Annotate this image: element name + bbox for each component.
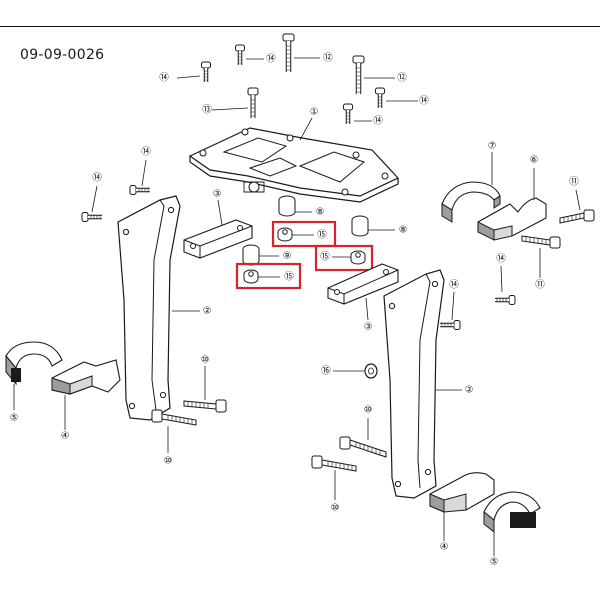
bolt-13 — [247, 87, 259, 118]
callout-16: ⑯ — [321, 366, 331, 377]
bolt-14-right-a — [440, 321, 460, 330]
bolt-10-right-b — [311, 455, 357, 500]
highlight-box-c — [235, 262, 302, 290]
callout-5-left: ⑤ — [10, 413, 19, 424]
callout-2-right: ② — [465, 385, 474, 396]
callout-1: ① — [310, 107, 319, 118]
bolt-14-top-b — [202, 62, 211, 82]
callout-labels: ① ② ② ③ ③ ④ ④ ⑤ ⑤ ⑥ ⑦ ⑧ ⑧ ⑨ ⑩ ⑩ ⑩ ⑩ ⑪ ⑪ … — [10, 53, 580, 568]
nut-15-a — [277, 227, 293, 242]
clamp-4-right — [429, 472, 495, 541]
callout-12-a: ⑫ — [323, 53, 333, 64]
bolt-11-b — [521, 235, 561, 278]
callout-10-d: ⑩ — [331, 503, 340, 514]
bolt-10-left-b — [151, 409, 197, 453]
bolt-14-left-b — [82, 213, 102, 222]
callout-14-h: ⑭ — [496, 254, 506, 265]
callout-11-a: ⑪ — [569, 177, 579, 188]
callout-9: ⑨ — [283, 251, 292, 262]
spacer-8-right — [351, 215, 369, 237]
callout-14-d: ⑭ — [373, 116, 383, 127]
document-id: 09-09-0026 — [20, 47, 105, 63]
callout-10-b: ⑩ — [164, 456, 173, 467]
mounting-plate — [188, 127, 399, 203]
nut-15-c — [243, 269, 259, 284]
callout-3-right: ③ — [364, 322, 373, 333]
callout-13: ⑬ — [202, 105, 212, 116]
bolt-14-top-c — [376, 88, 385, 108]
callout-3-left: ③ — [213, 189, 222, 200]
callout-15-b: ⑮ — [320, 252, 330, 263]
callout-14-g: ⑭ — [449, 280, 459, 291]
callout-14-f: ⑭ — [92, 173, 102, 184]
bolt-12-top-a — [282, 33, 295, 72]
clamp-6 — [477, 168, 547, 241]
callout-14-e: ⑭ — [141, 147, 151, 158]
right-stay-bracket — [383, 269, 462, 499]
callout-8-right: ⑧ — [399, 225, 408, 236]
right-cross-bracket — [327, 263, 399, 321]
callout-11-b: ⑪ — [535, 280, 545, 291]
left-cross-bracket — [183, 199, 253, 259]
clamp-5-right — [483, 491, 541, 556]
highlight-box-b — [314, 244, 374, 272]
spacer-9 — [242, 244, 260, 266]
callout-6: ⑥ — [530, 155, 539, 166]
bolt-11-a — [559, 189, 595, 224]
clamp-4-left — [51, 359, 121, 430]
callout-10-c: ⑩ — [364, 405, 373, 416]
clamp-5-left — [5, 341, 63, 410]
washer-16 — [333, 363, 378, 379]
callout-14-b: ⑭ — [159, 73, 169, 84]
callout-14-a: ⑭ — [266, 54, 276, 65]
bolt-12-top-b — [352, 55, 365, 94]
callout-5-right: ⑤ — [490, 557, 499, 568]
callout-12-b: ⑫ — [397, 73, 407, 84]
bolt-14-top-a — [236, 45, 245, 65]
bolt-14-left-a — [130, 186, 150, 195]
bolt-14-right-b — [495, 296, 515, 305]
leader-lines-top — [176, 57, 418, 141]
spacer-8-left — [278, 195, 296, 217]
left-stay-bracket — [117, 195, 200, 421]
callout-15-c: ⑮ — [284, 272, 294, 283]
nut-15-b — [350, 250, 366, 265]
callout-4-left: ④ — [61, 431, 70, 442]
callout-10-a: ⑩ — [201, 355, 210, 366]
bolt-14-top-d — [344, 104, 353, 124]
callout-8-left: ⑧ — [316, 207, 325, 218]
clamp-7 — [441, 152, 501, 223]
bolt-10-left-a — [183, 366, 227, 413]
header-rule — [0, 26, 600, 27]
callout-7: ⑦ — [488, 141, 497, 152]
callout-15-a: ⑮ — [317, 230, 327, 241]
callout-2-left: ② — [203, 306, 212, 317]
highlight-boxes — [235, 220, 374, 290]
highlight-box-a — [271, 220, 337, 248]
callout-14-c: ⑭ — [419, 96, 429, 107]
bolt-10-right-a — [339, 418, 387, 458]
callout-4-right: ④ — [440, 542, 449, 553]
